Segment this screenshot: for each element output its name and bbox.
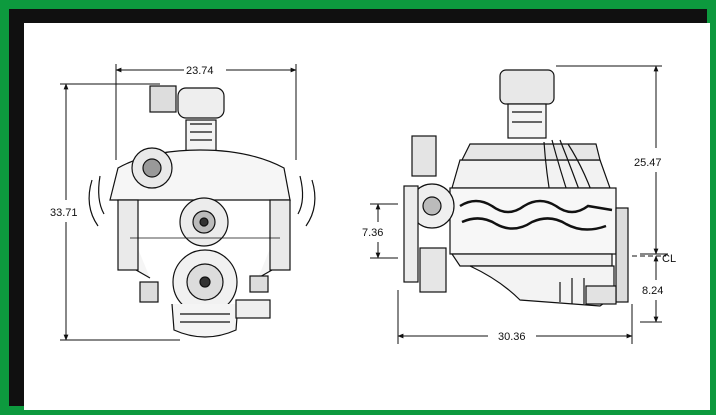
centerline-symbol: CL xyxy=(662,253,676,265)
side-view-engine xyxy=(403,69,629,307)
front-view-engine xyxy=(88,85,316,338)
side-left-label: 7.36 xyxy=(362,227,383,239)
svg-text:CL: CL xyxy=(662,253,676,265)
side-height-label: 25.47 xyxy=(634,157,662,169)
side-dimensions xyxy=(370,65,668,344)
front-height-label: 33.71 xyxy=(50,207,78,219)
side-lower-label: 8.24 xyxy=(642,285,663,297)
front-dimensions xyxy=(60,64,297,341)
side-length-label: 30.36 xyxy=(498,331,526,343)
front-width-label: 23.74 xyxy=(186,65,214,77)
